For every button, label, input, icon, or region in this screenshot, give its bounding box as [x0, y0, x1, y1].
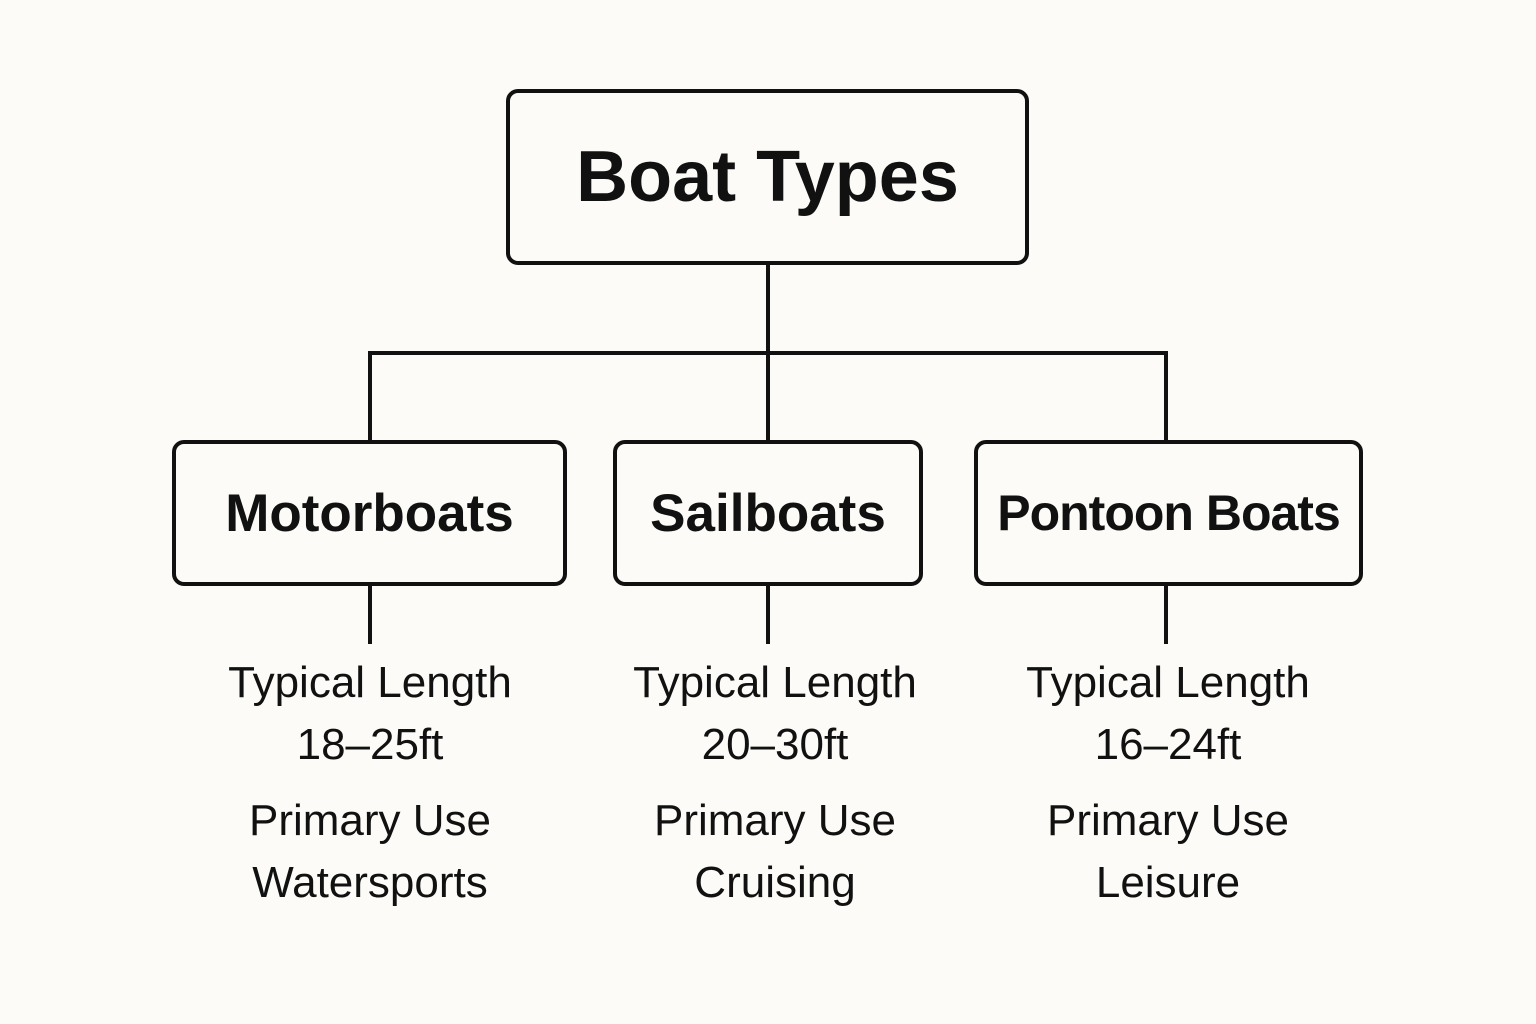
motorboats-use-value: Watersports — [252, 858, 488, 907]
sailboats-title: Sailboats — [650, 483, 886, 543]
sailboats-details: Typical Length 20–30ft Primary Use Cruis… — [565, 652, 985, 914]
pontoon-boats-details: Typical Length 16–24ft Primary Use Leisu… — [958, 652, 1378, 914]
boat-types-node: Boat Types — [506, 89, 1029, 265]
boat-types-title: Boat Types — [576, 137, 959, 217]
sailboats-length-label: Typical Length — [633, 658, 917, 707]
motorboats-detail-spacer — [160, 776, 580, 790]
pontoon-boats-use-label: Primary Use — [1046, 796, 1290, 845]
sailboats-length-value: 20–30ft — [701, 720, 849, 769]
motorboats-details: Typical Length 18–25ft Primary Use Water… — [160, 652, 580, 914]
pontoon-boats-length-value: 16–24ft — [1094, 720, 1242, 769]
sailboats-use-label: Primary Use — [653, 796, 897, 845]
motorboats-length-value: 18–25ft — [296, 720, 444, 769]
pontoon-boats-use-value: Leisure — [1095, 858, 1241, 907]
motorboats-use-label: Primary Use — [248, 796, 492, 845]
motorboats-length-label: Typical Length — [228, 658, 512, 707]
pontoon-boats-node: Pontoon Boats — [974, 440, 1363, 586]
pontoon-boats-length-label: Typical Length — [1026, 658, 1310, 707]
sailboats-node: Sailboats — [613, 440, 923, 586]
sailboats-use-value: Cruising — [694, 858, 856, 907]
sailboats-detail-spacer — [565, 776, 985, 790]
pontoon-boats-title: Pontoon Boats — [997, 485, 1341, 541]
motorboats-title: Motorboats — [225, 483, 514, 543]
pontoon-boats-detail-spacer — [958, 776, 1378, 790]
motorboats-node: Motorboats — [172, 440, 567, 586]
